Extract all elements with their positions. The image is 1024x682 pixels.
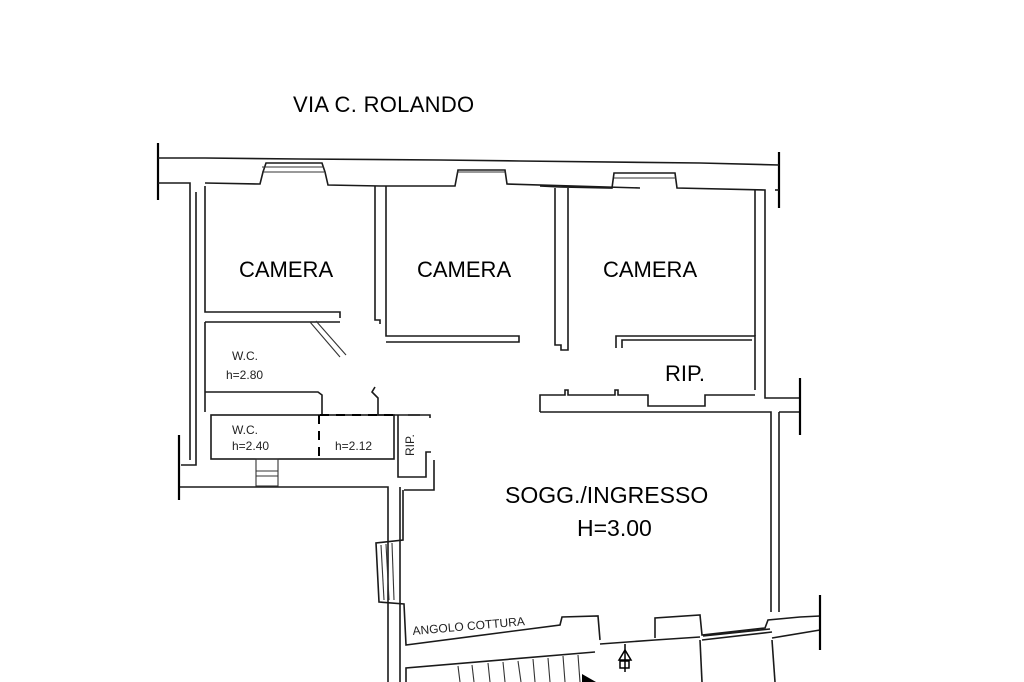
room-height-soggiorno: H=3.00 [577,515,652,541]
room-label-camera-3: CAMERA [603,257,698,282]
camera-2-walls [385,186,569,351]
staircase [405,651,596,682]
soggiorno-walls [375,490,822,682]
service-walls [177,192,435,682]
room-label-wc-2: W.C. [232,423,258,437]
room-label-rip-2: RIP. [403,434,417,456]
room-height-disimpegno: h=2.12 [335,439,373,453]
street-name: VIA C. ROLANDO [293,92,475,117]
room-height-wc-2: h=2.40 [232,439,270,453]
camera-1-walls [204,186,381,412]
room-label-soggiorno: SOGG./INGRESSO [505,482,709,508]
room-label-camera-1: CAMERA [239,257,334,282]
facade-wall [156,143,800,460]
room-label-rip: RIP. [665,361,705,386]
camera-3-walls [539,190,802,612]
room-label-wc-1: W.C. [232,349,258,363]
room-height-wc-1: h=2.80 [226,368,264,382]
room-label-camera-2: CAMERA [417,257,512,282]
entrance-arrow-icon [617,644,633,672]
